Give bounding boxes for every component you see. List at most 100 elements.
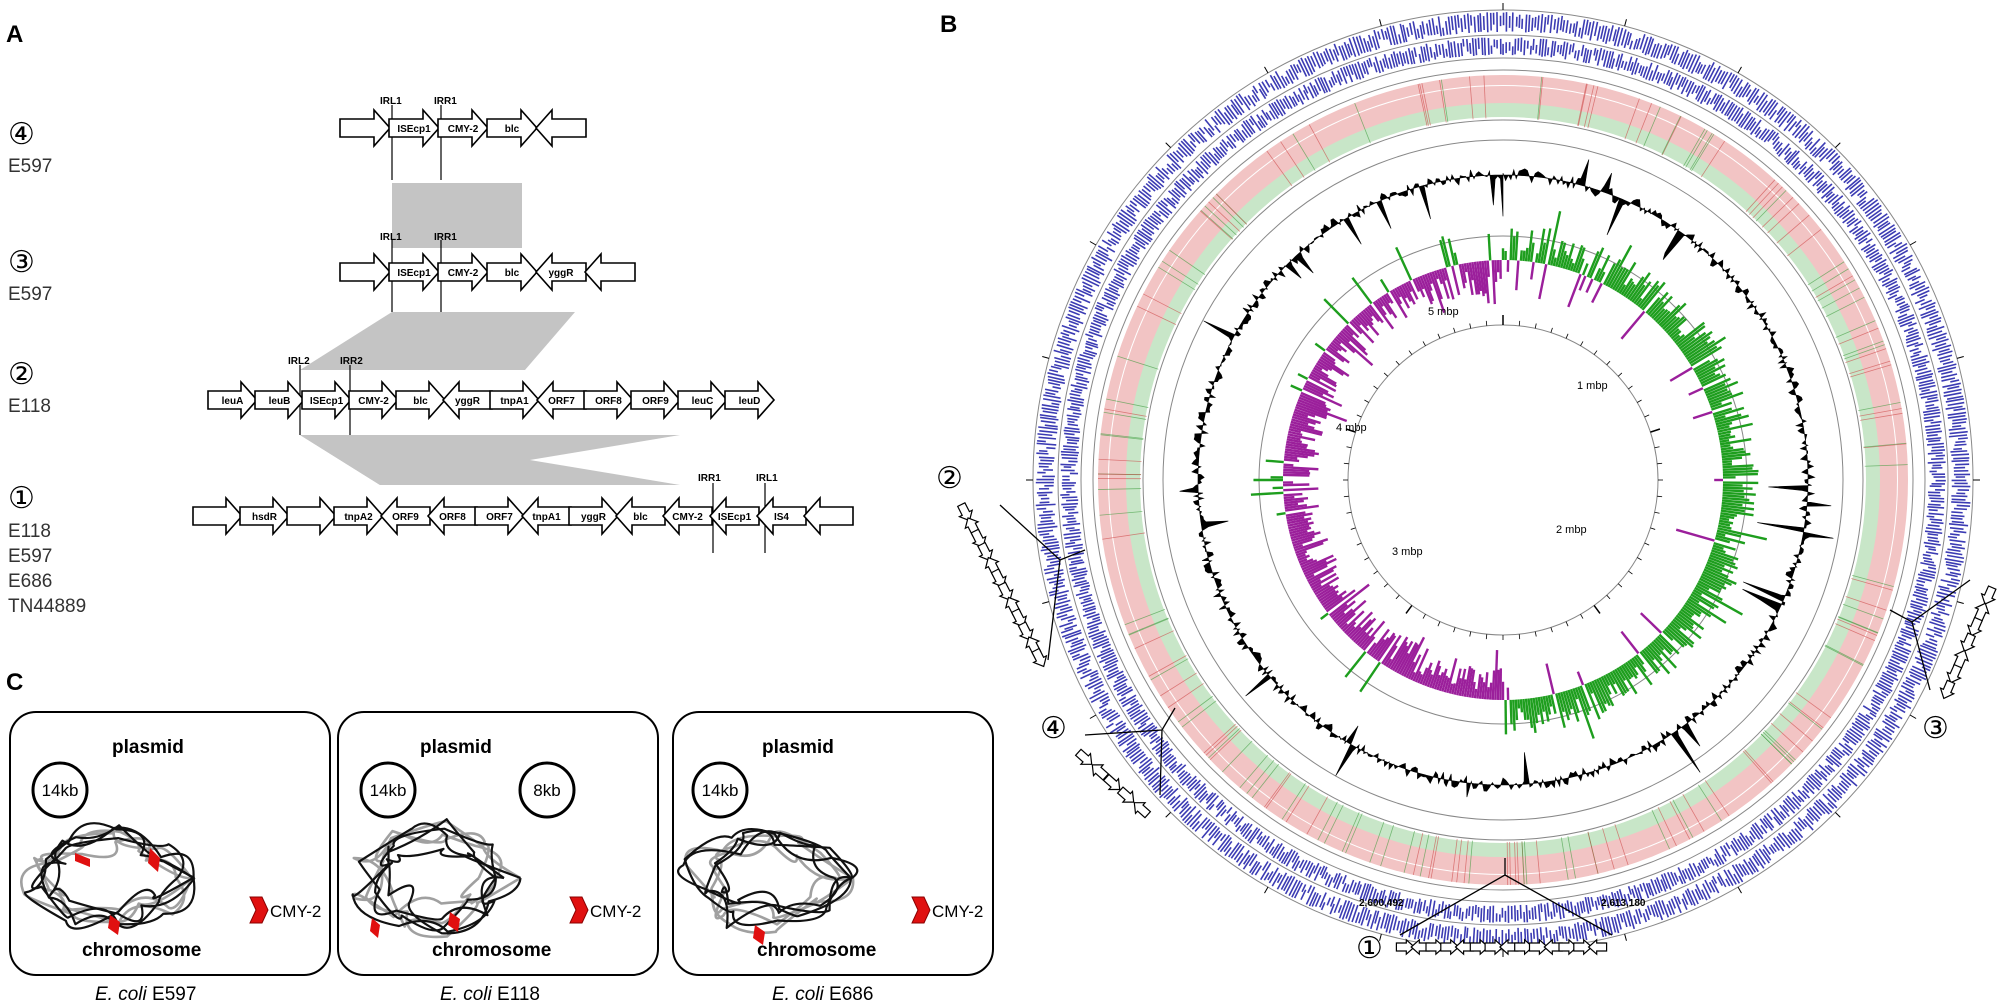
cds-feature [1803,130,1814,142]
gc-skew-bar [1672,618,1687,631]
cds-feature [1060,463,1076,466]
cds-feature [1561,926,1565,939]
cds-feature [1818,147,1829,158]
cds-feature [1641,36,1649,54]
gc-skew-bar [1557,242,1567,268]
cds-feature [1237,849,1250,867]
cds-feature [1776,106,1784,116]
cds-feature [1777,832,1791,849]
cds-feature [1398,51,1404,67]
gc-skew-bar [1389,290,1408,319]
cds-feature [1856,764,1868,774]
cds-feature [1851,725,1866,736]
cds-feature [1716,876,1723,886]
cds-feature [1079,655,1091,662]
blast-stripe [1266,150,1293,187]
cds-feature [1069,567,1087,573]
cds-feature [1949,539,1966,543]
gc-skew-bar [1441,268,1447,281]
blast-stripe [1106,398,1149,408]
cds-feature [1085,333,1094,338]
cds-feature [1773,837,1785,852]
cds-feature [1067,420,1075,424]
cds-feature [1064,432,1075,436]
cds-feature [1064,535,1081,540]
blast-stripe [1323,804,1344,844]
cds-feature [1862,199,1879,212]
cds-feature [1051,402,1060,406]
cds-feature [1219,836,1232,853]
cds-feature [1905,331,1920,338]
gc-skew-bar [1674,334,1685,344]
scale-tick [1606,360,1611,366]
cds-feature [1794,828,1804,839]
cds-feature [1288,68,1296,80]
cds-feature [1080,599,1093,605]
cds-feature [1329,903,1335,915]
cds-feature [1118,696,1127,702]
cds-feature [1816,180,1828,191]
cds-feature [1039,449,1048,453]
cds-feature [1130,699,1139,706]
cds-feature [1799,161,1808,170]
gc-skew-bar [1285,443,1307,449]
cds-feature [1897,693,1913,703]
cds-feature [1549,14,1553,34]
gc-skew-bar [1654,637,1673,655]
cds-feature [1105,722,1114,729]
cds-feature [1935,336,1947,341]
cds-feature [1474,38,1478,56]
blast-stripe [1859,408,1902,417]
cds-feature [1853,758,1865,768]
gc-skew-bar [1322,351,1336,362]
cds-feature [1733,873,1741,884]
cds-feature [1049,589,1069,597]
blast-stripe [1205,725,1238,756]
gc-skew-bar [1313,366,1329,378]
gc-skew-bar [1605,258,1622,287]
cds-feature [1892,653,1908,662]
cds-feature [1859,197,1875,210]
gc-skew-bar [1512,699,1516,731]
cds-feature [1703,89,1712,103]
cds-feature [1126,743,1141,754]
gc-skew-bar [1530,261,1535,280]
cds-feature [1818,764,1831,776]
cds-feature [1803,818,1814,831]
cds-feature [1181,776,1192,786]
gene-arrow [239,495,291,537]
cds-feature [1653,43,1660,58]
blast-stripe [1742,750,1772,784]
cds-feature [1125,249,1140,260]
gc-skew-bar [1639,284,1660,309]
cds-feature [1590,896,1595,907]
cds-feature [1116,725,1126,733]
cds-feature [1730,844,1738,856]
cds-feature [1639,33,1646,50]
cds-feature [1423,46,1428,61]
plasmid-title: plasmid [112,737,184,758]
scale-tick [1453,327,1456,333]
cds-feature [1482,905,1486,922]
cds-feature [1697,64,1703,75]
blast-stripe [1825,644,1864,665]
cds-feature [1691,890,1699,905]
gc-skew-bar [1649,301,1665,318]
gc-skew-bar [1593,267,1602,281]
cds-feature [1037,440,1046,443]
cds-feature [1082,351,1096,358]
gc-skew-bar [1293,410,1309,418]
blast-stripe [1858,402,1901,412]
cds-feature [1070,389,1082,394]
cds-feature [1552,902,1556,917]
cds-feature [1271,872,1281,887]
cds-feature [1715,97,1725,112]
cds-feature [1399,23,1406,43]
cds-feature [1917,573,1935,579]
cds-feature [1228,842,1240,858]
cds-feature [1175,150,1184,158]
gc-skew-bar [1680,331,1707,352]
mini-arrow-cluster [1074,748,1152,819]
blast-stripe [1762,731,1795,763]
cds-feature [1243,96,1252,106]
